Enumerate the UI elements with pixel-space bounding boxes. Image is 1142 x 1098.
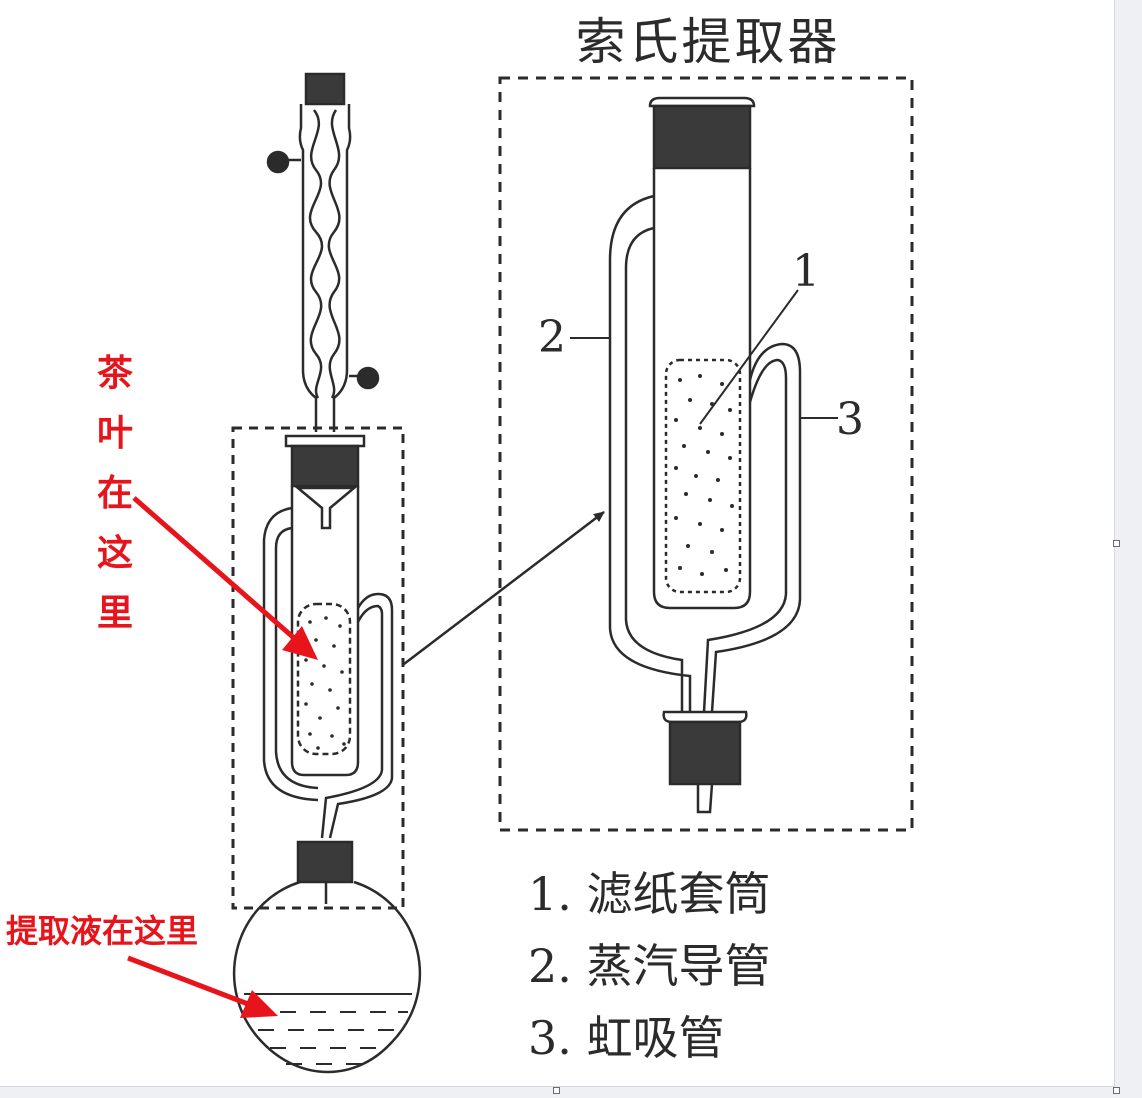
zoom-siphon-tube (702, 342, 802, 713)
siphon-tube-right (320, 592, 394, 839)
resize-handle-bottom[interactable] (553, 1087, 560, 1094)
full-apparatus (232, 72, 422, 1074)
condenser-top-stopper (304, 72, 346, 106)
zoomed-extractor (608, 96, 802, 814)
tea-annotation-char-3: 在 (96, 473, 133, 514)
zoom-arrow (403, 511, 605, 665)
zoom-body (652, 168, 752, 610)
leader-lines (570, 289, 838, 425)
zoom-frame (498, 76, 914, 832)
thimble (296, 602, 352, 756)
part-label-3: 3 (836, 394, 864, 445)
leader-1 (699, 289, 799, 425)
extractor-body (290, 486, 360, 777)
tea-annotation-char-4: 这 (96, 533, 133, 574)
resize-handle-corner[interactable] (1113, 1087, 1120, 1094)
inner-funnel (294, 486, 358, 530)
editor-margin-bottom (0, 1087, 1142, 1098)
zoom-vapor-tube (608, 194, 692, 712)
zoom-thimble-dots (674, 374, 734, 576)
tea-annotation-char-5: 里 (96, 593, 133, 634)
arrow-to-liquid (127, 955, 249, 1007)
condenser-joint-collar (284, 434, 366, 448)
tea-leaves-annotation: 茶 叶 在 这 里 (92, 344, 138, 644)
diagram-title: 索氏提取器 (575, 13, 841, 71)
zoom-top-stopper (652, 104, 752, 170)
red-arrows (127, 496, 318, 1018)
flask-liquid (244, 993, 412, 1065)
zoom-bottom-stopper (668, 720, 742, 786)
part-label-2: 2 (538, 312, 566, 363)
round-flask (232, 880, 422, 1074)
soxhlet-diagram (127, 72, 914, 1074)
thimble-dots-left (304, 616, 346, 750)
extract-liquid-annotation: 提取液在这里 (6, 912, 199, 950)
tea-annotation-char-1: 茶 (96, 353, 133, 394)
legend-item-2: 2. 蒸汽导管 (528, 939, 771, 993)
zoom-thimble (664, 358, 742, 594)
arrow-to-thimble (132, 496, 296, 640)
part-label-1: 1 (792, 246, 820, 297)
condenser-jacket (298, 104, 352, 432)
zoom-top-collar (648, 96, 756, 108)
vapor-tube-left (262, 506, 319, 802)
flask-stopper (296, 840, 354, 884)
tea-annotation-char-2: 叶 (96, 413, 133, 454)
joint-stopper (290, 444, 360, 488)
zoom-bottom-collar (662, 710, 748, 724)
parts-legend: 1. 滤纸套筒 2. 蒸汽导管 3. 虹吸管 (528, 858, 771, 1074)
legend-item-1: 1. 滤纸套筒 (528, 867, 771, 921)
condenser-coil (308, 109, 324, 399)
legend-item-3: 3. 虹吸管 (528, 1011, 725, 1065)
resize-handle-right[interactable] (1113, 540, 1120, 547)
editor-margin-right (1115, 0, 1142, 1098)
extractor-highlight-box (231, 426, 405, 910)
